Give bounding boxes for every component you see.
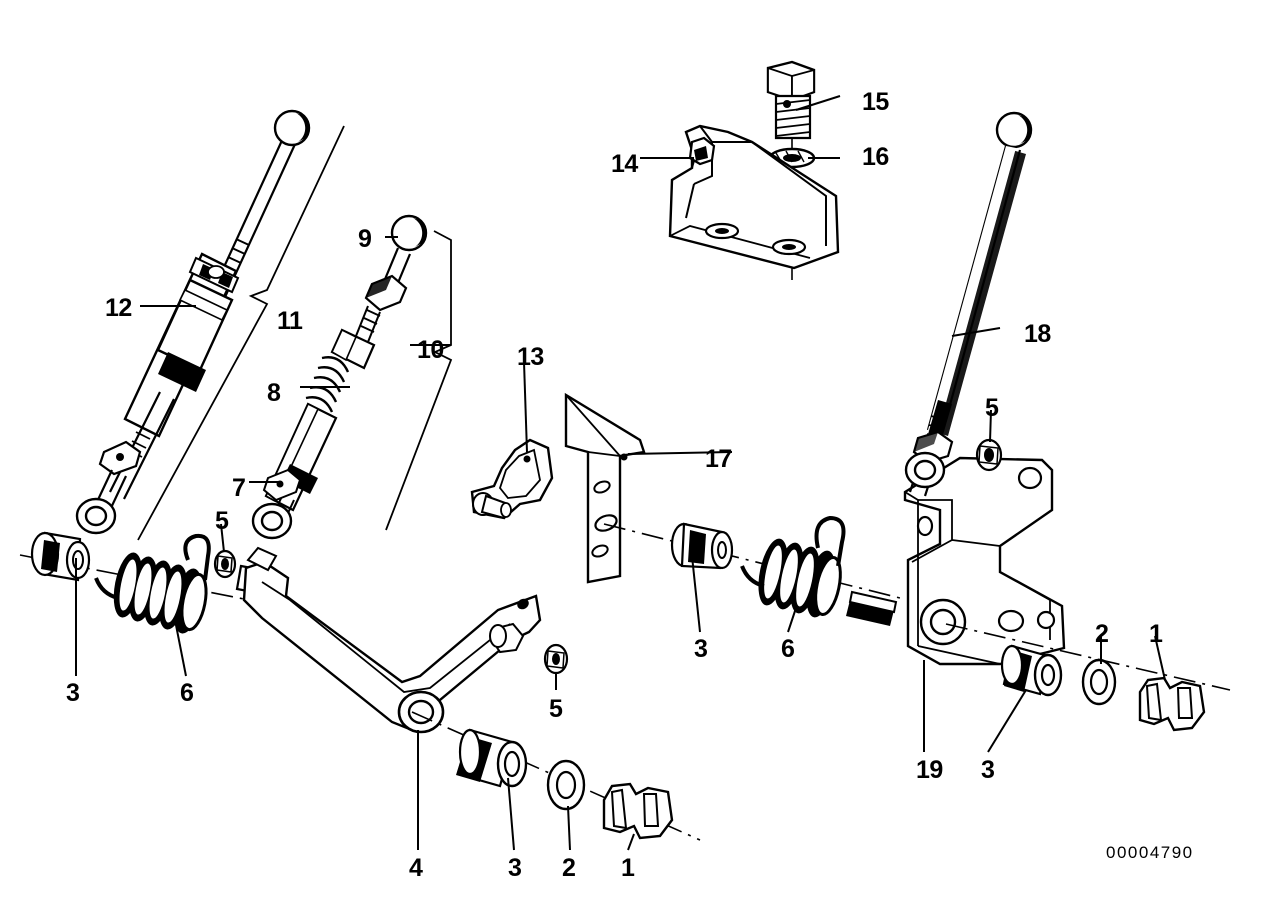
bottom-exploded-group [411,711,701,841]
callout-11: 11 [277,307,303,335]
right-exploded-group [945,623,1231,732]
center-exploded-group [603,515,901,626]
part-18-connecting-rod [904,111,1033,497]
callout-5-right: 5 [985,394,999,422]
part-11-strut-assembly [75,109,345,541]
callout-10: 10 [417,336,444,364]
callout-7: 7 [232,474,246,502]
callout-6-left: 6 [180,679,194,707]
callout-13: 13 [517,343,544,371]
callout-2-bottom: 2 [562,854,576,882]
part-4-bellcrank-lever [242,546,569,734]
part-14-15-16-bracket-bolt [668,60,840,280]
callout-5-left: 5 [215,507,229,535]
callout-9: 9 [358,225,372,253]
callout-2-right: 2 [1095,620,1109,648]
part-13-lever [470,438,554,520]
part-10-adjuster-rod [251,214,453,540]
leader-lines [75,95,1166,851]
callout-12: 12 [105,294,132,322]
callout-8: 8 [267,379,281,407]
callout-14: 14 [611,150,638,178]
part-19-z-bracket [903,456,1066,666]
callout-16: 16 [862,143,889,171]
callout-6-center: 6 [781,635,795,663]
callout-5-center: 5 [549,695,563,723]
callout-18: 18 [1024,320,1051,348]
callout-1-right: 1 [1149,620,1163,648]
callout-15: 15 [862,88,889,116]
callout-3-center: 3 [694,635,708,663]
diagram-part-number: 00004790 [1106,843,1194,862]
part-17-bracket [564,392,646,584]
callout-3-right: 3 [981,756,995,784]
callout-4-bottom: 4 [409,854,423,882]
callout-3-left: 3 [66,679,80,707]
callout-1-bottom: 1 [621,854,635,882]
callout-17: 17 [705,445,732,473]
callout-19: 19 [916,756,943,784]
callout-3-bottom: 3 [508,854,522,882]
